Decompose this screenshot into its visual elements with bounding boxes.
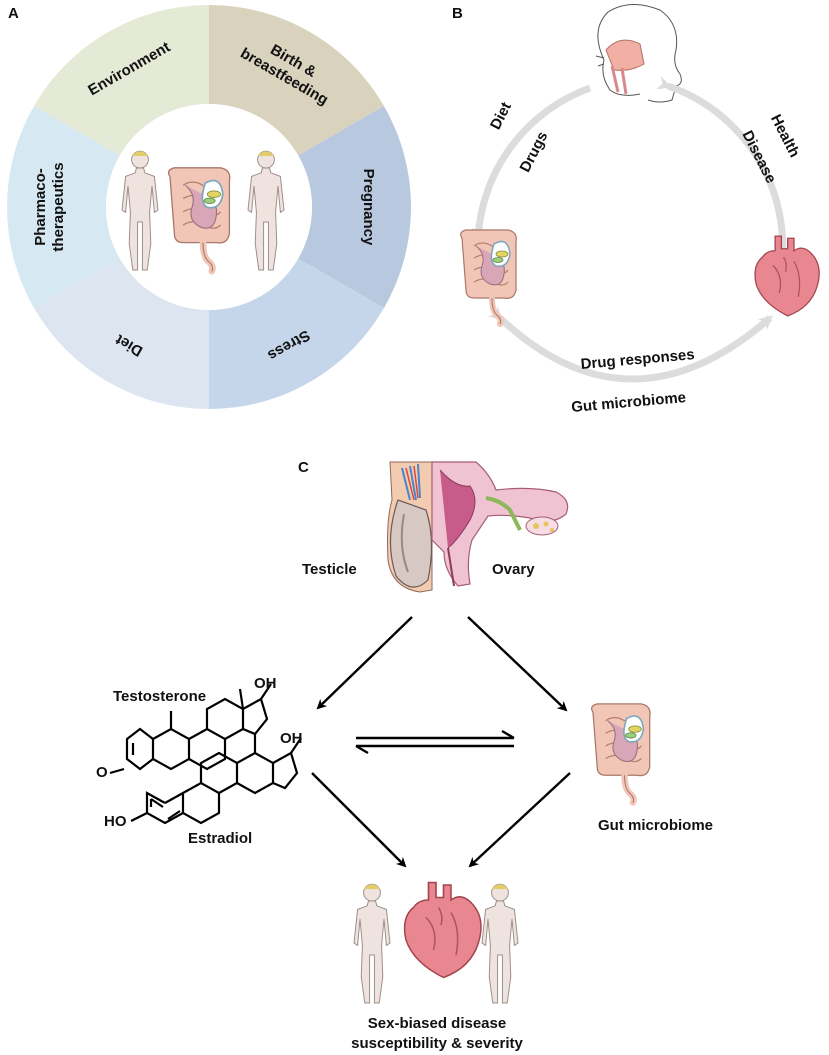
ring-label-pharmacotherapeutics: Pharmaco-therapeutics bbox=[32, 162, 67, 251]
label-oh-top: OH bbox=[254, 675, 277, 692]
outcome-female-figure bbox=[481, 883, 519, 1004]
label-ho: HO bbox=[104, 813, 127, 830]
testosterone-structure bbox=[109, 683, 272, 775]
arrow-hormones-to-outcome bbox=[311, 772, 407, 868]
panel-c-gut-icon bbox=[592, 704, 650, 803]
estradiol-structure bbox=[130, 733, 302, 825]
ring-segment-stress bbox=[209, 258, 384, 409]
equilibrium-forward-head bbox=[501, 729, 515, 740]
panel-label-c: C bbox=[298, 459, 309, 476]
panel-label-a: A bbox=[8, 5, 19, 22]
panel-b-gut-icon bbox=[461, 230, 517, 324]
arrow-gonads-to-hormones bbox=[316, 616, 413, 710]
ring-segment-diet bbox=[34, 258, 210, 409]
equilibrium-reverse-head bbox=[355, 744, 369, 755]
label-gut-microbiome-c: Gut microbiome bbox=[598, 817, 713, 834]
label-health: Health bbox=[767, 112, 803, 161]
panel-label-b: B bbox=[452, 5, 463, 22]
outcome-heart-icon bbox=[403, 881, 482, 979]
pathway-arrows bbox=[311, 616, 571, 868]
outcome-caption-line2: susceptibility & severity bbox=[351, 1035, 523, 1052]
arrow-gut-to-outcome bbox=[468, 772, 571, 868]
ring-segment-pharmacotherapeutics bbox=[6, 106, 120, 308]
ring-segment-birth-breastfeeding bbox=[209, 5, 384, 156]
label-oh-mid: OH bbox=[280, 730, 303, 747]
factor-ring bbox=[6, 5, 411, 409]
panel-b-heart-icon bbox=[754, 235, 820, 317]
outcome-caption-line1: Sex-biased disease bbox=[368, 1015, 506, 1032]
label-ovary: Ovary bbox=[492, 561, 535, 578]
label-testicle: Testicle bbox=[302, 561, 357, 578]
label-disease: Disease bbox=[739, 128, 780, 186]
label-estradiol: Estradiol bbox=[188, 830, 252, 847]
arrow-gonads-to-gut bbox=[467, 616, 568, 712]
gonads-illustration bbox=[387, 461, 569, 593]
label-gut-microbiome-b: Gut microbiome bbox=[571, 389, 687, 416]
label-o: O bbox=[96, 764, 108, 781]
label-diet: Diet bbox=[487, 99, 515, 132]
label-testosterone: Testosterone bbox=[113, 688, 206, 705]
ring-label-pregnancy: Pregnancy bbox=[360, 169, 377, 246]
outcome-male-figure bbox=[353, 883, 391, 1004]
ring-segment-pregnancy bbox=[298, 106, 411, 308]
ring-segment-environment bbox=[34, 5, 210, 156]
health-disease-cycle bbox=[471, 76, 787, 383]
